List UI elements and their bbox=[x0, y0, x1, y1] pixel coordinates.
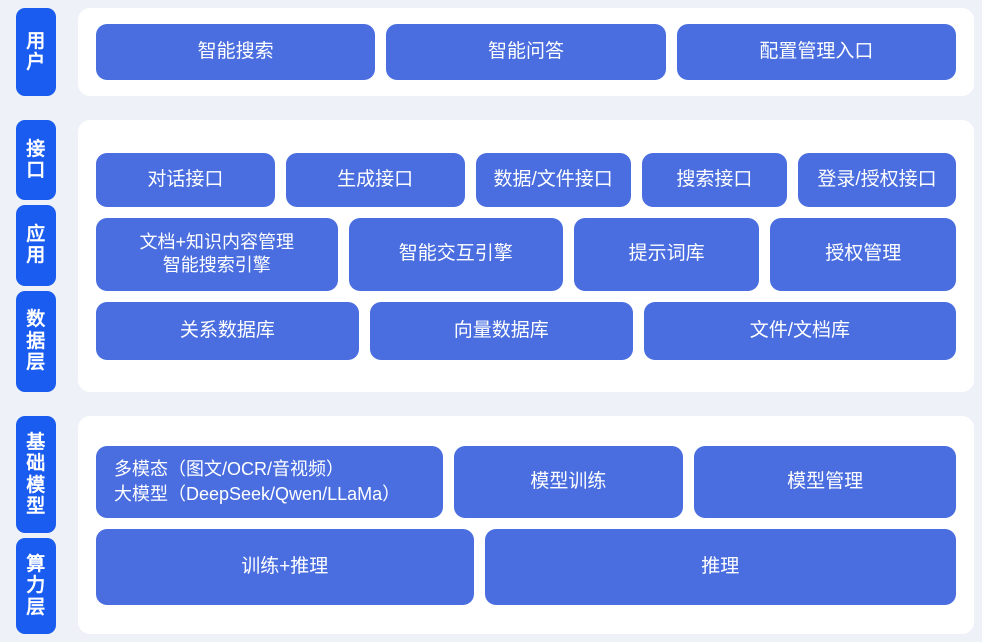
infrastructure-section-panel: 多模态（图文/OCR/音视频） 大模型（DeepSeek/Qwen/LLaMa）… bbox=[78, 416, 974, 634]
tag-user[interactable]: 用户 bbox=[16, 8, 56, 96]
box-vector-database[interactable]: 向量数据库 bbox=[369, 301, 633, 360]
tag-compute-layer[interactable]: 算力层 bbox=[16, 538, 56, 635]
tag-char: 力 bbox=[26, 575, 46, 597]
tag-char: 应 bbox=[26, 224, 46, 246]
box-search-api[interactable]: 搜索接口 bbox=[641, 152, 788, 207]
tag-char: 数 bbox=[26, 309, 46, 331]
row-data: 关系数据库向量数据库文件/文档库 bbox=[96, 301, 956, 360]
row-api: 对话接口生成接口数据/文件接口搜索接口登录/授权接口 bbox=[96, 152, 956, 207]
tag-interface[interactable]: 接口 bbox=[16, 120, 56, 201]
tag-data-layer[interactable]: 数据层 bbox=[16, 290, 56, 393]
box-relational-database[interactable]: 关系数据库 bbox=[96, 301, 359, 360]
box-data-file-api[interactable]: 数据/文件接口 bbox=[475, 152, 631, 207]
box-config-management-entry[interactable]: 配置管理入口 bbox=[676, 24, 956, 80]
row-compute: 训练+推理推理 bbox=[96, 528, 956, 605]
box-file-document-store[interactable]: 文件/文档库 bbox=[643, 301, 956, 360]
platform-section-panel: 对话接口生成接口数据/文件接口搜索接口登录/授权接口文档+知识内容管理 智能搜索… bbox=[78, 120, 974, 392]
tag-char: 层 bbox=[26, 596, 46, 618]
box-smart-interaction-engine[interactable]: 智能交互引擎 bbox=[348, 217, 563, 291]
box-model-training[interactable]: 模型训练 bbox=[453, 445, 684, 518]
tag-application[interactable]: 应用 bbox=[16, 205, 56, 286]
box-smart-search[interactable]: 智能搜索 bbox=[96, 24, 376, 80]
box-login-auth-api[interactable]: 登录/授权接口 bbox=[798, 152, 956, 207]
box-dialog-api[interactable]: 对话接口 bbox=[96, 152, 275, 207]
tag-char: 户 bbox=[26, 52, 46, 73]
box-multimodal-large-model[interactable]: 多模态（图文/OCR/音视频） 大模型（DeepSeek/Qwen/LLaMa） bbox=[96, 445, 443, 518]
user-section-tag-column: 用户 bbox=[0, 0, 56, 104]
box-inference[interactable]: 推理 bbox=[484, 528, 956, 605]
box-smart-qa[interactable]: 智能问答 bbox=[386, 24, 666, 80]
tag-char: 层 bbox=[26, 351, 46, 373]
platform-section-tag-column: 接口应用数据层 bbox=[0, 112, 56, 400]
tag-char: 型 bbox=[26, 495, 46, 517]
platform-section: 接口应用数据层对话接口生成接口数据/文件接口搜索接口登录/授权接口文档+知识内容… bbox=[0, 112, 982, 400]
row-app: 文档+知识内容管理 智能搜索引擎智能交互引擎提示词库授权管理 bbox=[96, 217, 957, 291]
infrastructure-section-tag-column: 基础模型算力层 bbox=[0, 408, 56, 642]
user-section-panel: 智能搜索智能问答配置管理入口 bbox=[78, 8, 974, 96]
tag-char: 模 bbox=[26, 474, 46, 496]
user-section: 用户智能搜索智能问答配置管理入口 bbox=[0, 0, 982, 104]
tag-char: 口 bbox=[26, 160, 46, 182]
tag-char: 据 bbox=[26, 330, 46, 352]
tag-char: 基 bbox=[26, 432, 46, 454]
box-generation-api[interactable]: 生成接口 bbox=[285, 152, 465, 207]
infrastructure-section: 基础模型算力层多模态（图文/OCR/音视频） 大模型（DeepSeek/Qwen… bbox=[0, 408, 982, 642]
tag-char: 础 bbox=[26, 453, 46, 475]
box-training-inference[interactable]: 训练+推理 bbox=[96, 528, 474, 605]
tag-char: 用 bbox=[26, 30, 46, 52]
tag-char: 算 bbox=[26, 554, 46, 576]
box-doc-knowledge-management[interactable]: 文档+知识内容管理 智能搜索引擎 bbox=[96, 217, 338, 291]
box-prompt-library[interactable]: 提示词库 bbox=[573, 217, 760, 291]
tag-char: 用 bbox=[26, 245, 46, 267]
tag-foundation-model[interactable]: 基础模型 bbox=[16, 416, 56, 534]
row-user: 智能搜索智能问答配置管理入口 bbox=[96, 24, 956, 80]
row-model: 多模态（图文/OCR/音视频） 大模型（DeepSeek/Qwen/LLaMa）… bbox=[96, 445, 956, 518]
tag-char: 接 bbox=[26, 138, 46, 160]
box-model-management[interactable]: 模型管理 bbox=[694, 445, 956, 518]
box-authorization-management[interactable]: 授权管理 bbox=[770, 217, 957, 291]
